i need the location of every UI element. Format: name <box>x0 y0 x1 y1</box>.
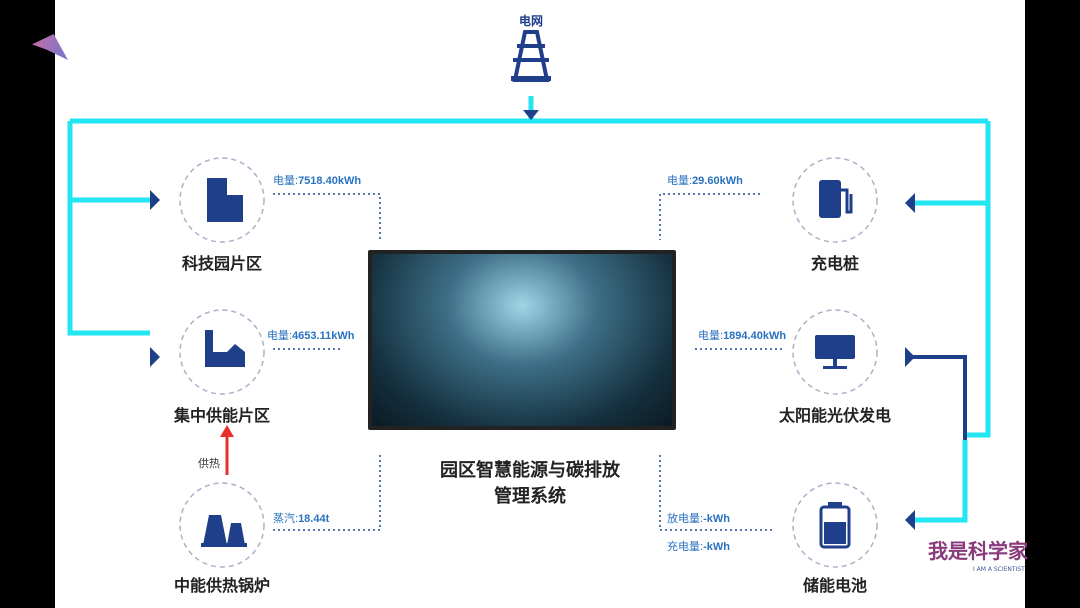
arrow-battery <box>905 510 915 530</box>
grid-label: 电网 <box>518 14 544 28</box>
arrow-charging <box>905 193 915 213</box>
arrow-tech <box>150 190 160 210</box>
arrow-central <box>150 347 160 367</box>
node-label-battery: 储能电池 <box>802 576 868 595</box>
node-label-boiler: 中能供热锅炉 <box>173 576 271 595</box>
reading-battery-charge: 充电量:-kWh <box>667 541 730 553</box>
node-label-solar: 太阳能光伏发电 <box>778 406 892 425</box>
arrow-down <box>523 110 539 120</box>
navy-solar-line <box>910 355 967 440</box>
watermark-logo: 我是科学家 <box>928 539 1028 563</box>
battery-icon <box>819 502 851 549</box>
transmission-tower-icon <box>511 30 551 82</box>
diagram-canvas: 电网 科技园片区 集中供能片区 中能供热锅炉 充电桩 太阳能光伏发电 储能电池 … <box>55 0 1028 608</box>
reading-boiler: 蒸汽:18.44t <box>273 513 330 525</box>
factory-icon <box>205 330 245 367</box>
node-label-central-supply: 集中供能片区 <box>173 406 271 425</box>
charging-station-icon <box>819 180 853 218</box>
cyan-power-line <box>67 96 991 523</box>
reading-tech-park: 电量:7518.40kWh <box>273 175 362 187</box>
building-icon <box>207 178 243 222</box>
node-label-tech-park: 科技园片区 <box>181 254 263 273</box>
arrow-solar <box>905 347 915 367</box>
reading-charging-pile: 电量:29.60kWh <box>667 175 743 187</box>
watermark-subtitle: I AM A SCIENTIST <box>973 566 1025 573</box>
power-plant-icon <box>201 515 247 547</box>
center-title: 园区智慧能源与碳排放管理系统 <box>440 460 620 507</box>
node-label-charging-pile: 充电桩 <box>810 254 860 273</box>
connection-lines <box>67 30 991 568</box>
reading-solar: 电量:1894.40kWh <box>698 330 787 342</box>
solar-panel-icon <box>815 335 855 369</box>
management-screen <box>368 250 676 430</box>
reading-central-supply: 电量:4653.11kWh <box>267 330 355 342</box>
heat-label: 供热 <box>198 457 220 470</box>
reading-battery-discharge: 放电量:-kWh <box>667 513 730 525</box>
